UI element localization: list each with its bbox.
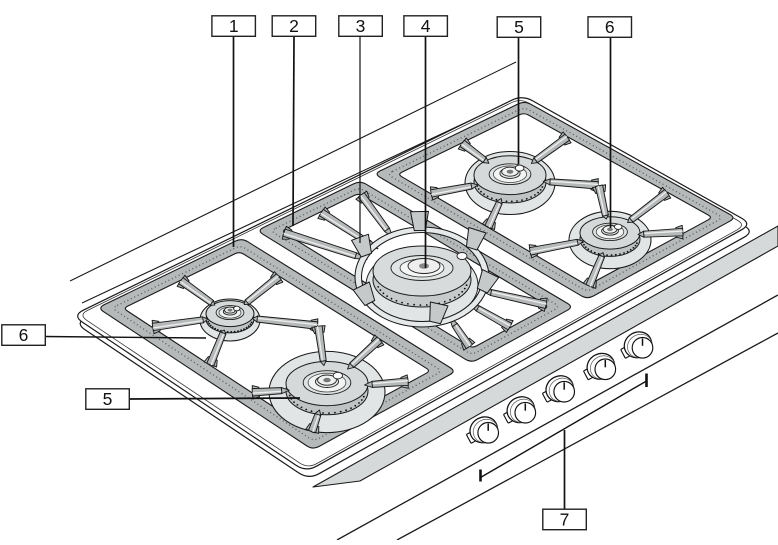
svg-text:5: 5 xyxy=(103,389,113,409)
svg-text:3: 3 xyxy=(356,16,366,36)
svg-text:1: 1 xyxy=(229,16,239,36)
svg-text:4: 4 xyxy=(421,16,431,36)
svg-text:6: 6 xyxy=(19,325,29,345)
svg-text:5: 5 xyxy=(514,17,524,37)
svg-text:7: 7 xyxy=(560,510,570,530)
svg-text:6: 6 xyxy=(605,17,615,37)
svg-text:2: 2 xyxy=(289,16,299,36)
